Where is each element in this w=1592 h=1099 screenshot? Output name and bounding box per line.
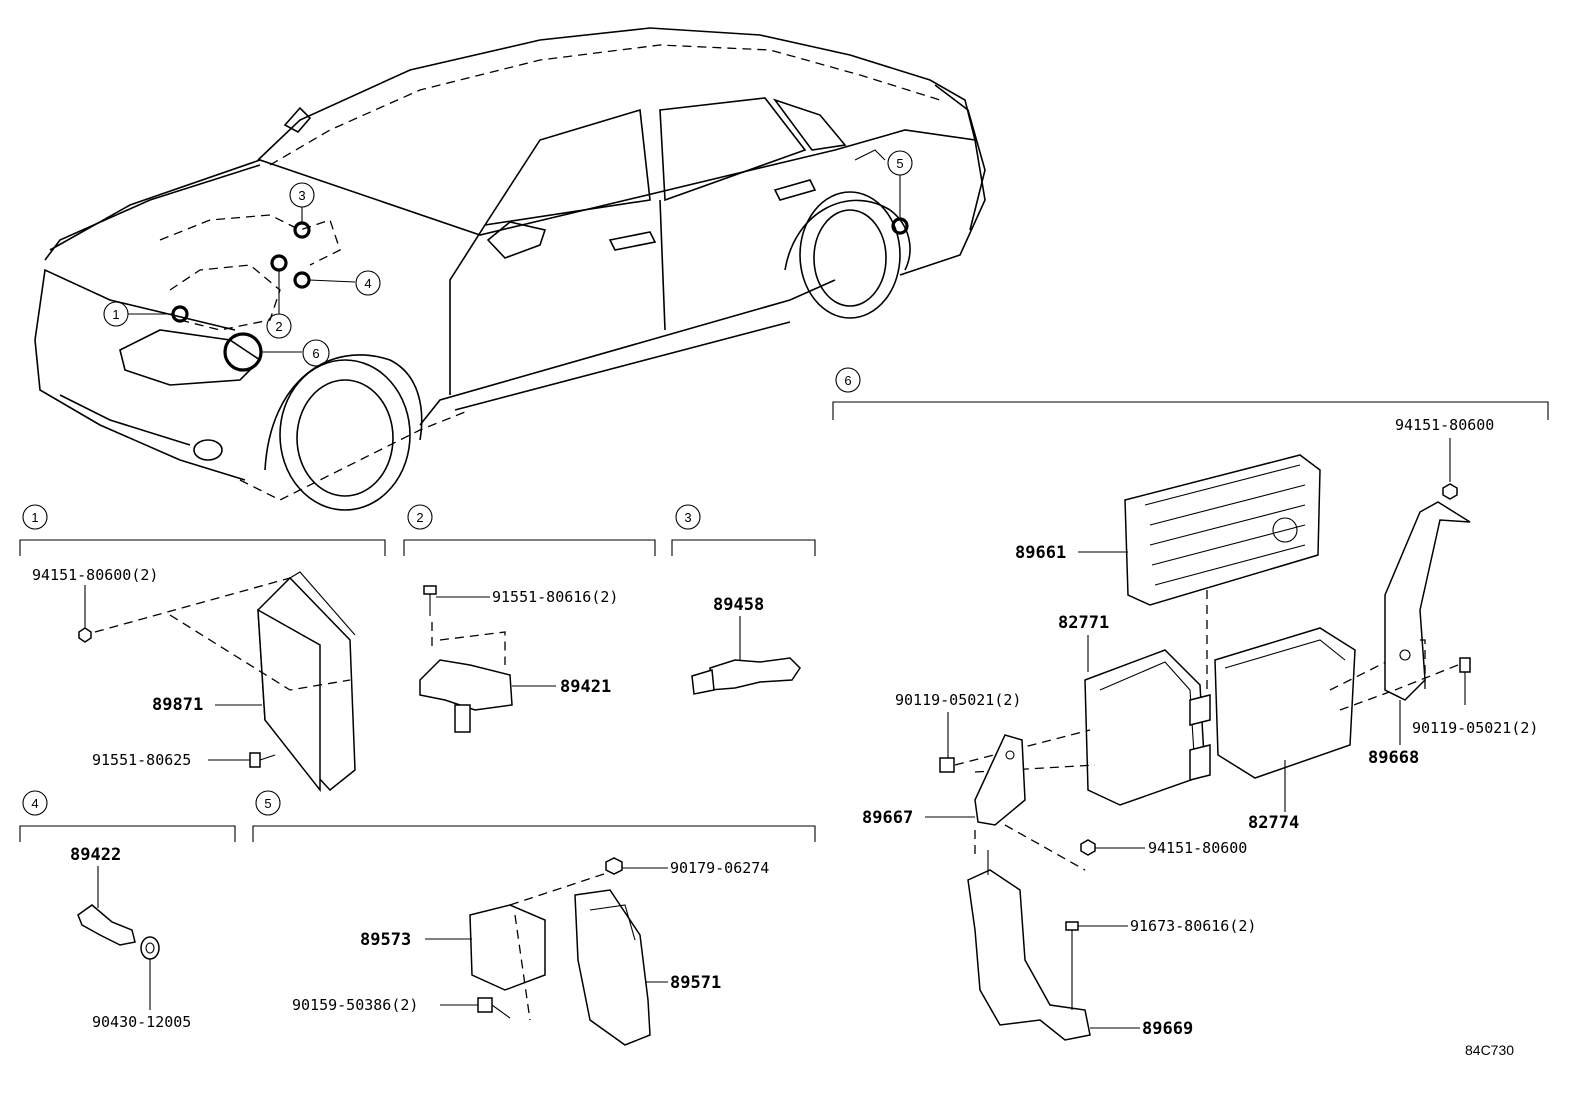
section-3-number: 3 [684, 510, 691, 525]
section-6-callout [835, 367, 861, 393]
section-2: 2 91551-80616(2) 89421 [403, 504, 656, 733]
part-89422[interactable]: 89422 [70, 845, 121, 865]
car-callout-3[interactable]: 3 [289, 182, 315, 208]
reference-code: 84C730 [1465, 1042, 1514, 1058]
part-90159-50386-2[interactable]: 90159-50386(2) [292, 996, 418, 1014]
part-94151-80600-2[interactable]: 94151-80600(2) [32, 566, 158, 584]
car-callout-2[interactable]: 2 [266, 313, 292, 339]
section-3: 3 89458 [671, 504, 816, 695]
section-1-number: 1 [31, 510, 38, 525]
section-6-number: 6 [844, 373, 851, 388]
part-91551-80625[interactable]: 91551-80625 [92, 751, 191, 769]
section-1-callout [22, 504, 48, 530]
section-3-callout [675, 504, 701, 530]
part-94151-80600-top[interactable]: 94151-80600 [1395, 416, 1494, 434]
car-callouts: 1 2 3 4 5 6 [103, 150, 913, 367]
part-91673-80616-2[interactable]: 91673-80616(2) [1130, 917, 1256, 935]
section-4-callout [22, 790, 48, 816]
part-89571[interactable]: 89571 [670, 973, 721, 993]
location-markers [128, 175, 909, 372]
section-4: 4 89422 90430-12005 [19, 790, 236, 1031]
svg-text:4: 4 [364, 276, 371, 291]
part-82771[interactable]: 82771 [1058, 613, 1109, 633]
part-89668[interactable]: 89668 [1368, 748, 1419, 768]
part-90179-06274[interactable]: 90179-06274 [670, 859, 769, 877]
section-5: 5 90179-06274 89573 89571 90159-50386(2) [252, 790, 816, 1046]
car-callout-5[interactable]: 5 [887, 150, 913, 176]
part-94151-80600-mid[interactable]: 94151-80600 [1148, 839, 1247, 857]
part-90430-12005[interactable]: 90430-12005 [92, 1013, 191, 1031]
section-6: 6 94151-80600 89661 82771 82774 89668 [832, 367, 1549, 1041]
part-91551-80616-2[interactable]: 91551-80616(2) [492, 588, 618, 606]
svg-text:5: 5 [896, 156, 903, 171]
part-89458[interactable]: 89458 [713, 595, 764, 615]
part-89667[interactable]: 89667 [862, 808, 913, 828]
car-callout-4[interactable]: 4 [355, 270, 381, 296]
section-2-number: 2 [416, 510, 423, 525]
part-89669[interactable]: 89669 [1142, 1019, 1193, 1039]
section-2-callout [407, 504, 433, 530]
section-1: 1 94151-80600(2) 89871 91551-80625 [19, 504, 386, 793]
part-89421[interactable]: 89421 [560, 677, 611, 697]
part-90119-05021-2-left[interactable]: 90119-05021(2) [895, 691, 1021, 709]
vehicle-outline [34, 27, 986, 511]
svg-text:3: 3 [298, 188, 305, 203]
car-callout-1[interactable]: 1 [103, 301, 129, 327]
part-89573[interactable]: 89573 [360, 930, 411, 950]
section-4-number: 4 [31, 796, 38, 811]
car-callout-6[interactable]: 6 [302, 339, 330, 367]
section-5-callout [255, 790, 281, 816]
part-89661[interactable]: 89661 [1015, 543, 1066, 563]
section-5-number: 5 [264, 796, 271, 811]
svg-text:1: 1 [112, 307, 119, 322]
svg-text:2: 2 [275, 319, 282, 334]
part-82774[interactable]: 82774 [1248, 813, 1299, 833]
part-90119-05021-2-right[interactable]: 90119-05021(2) [1412, 719, 1538, 737]
part-89871[interactable]: 89871 [152, 695, 203, 715]
svg-text:6: 6 [312, 346, 319, 361]
